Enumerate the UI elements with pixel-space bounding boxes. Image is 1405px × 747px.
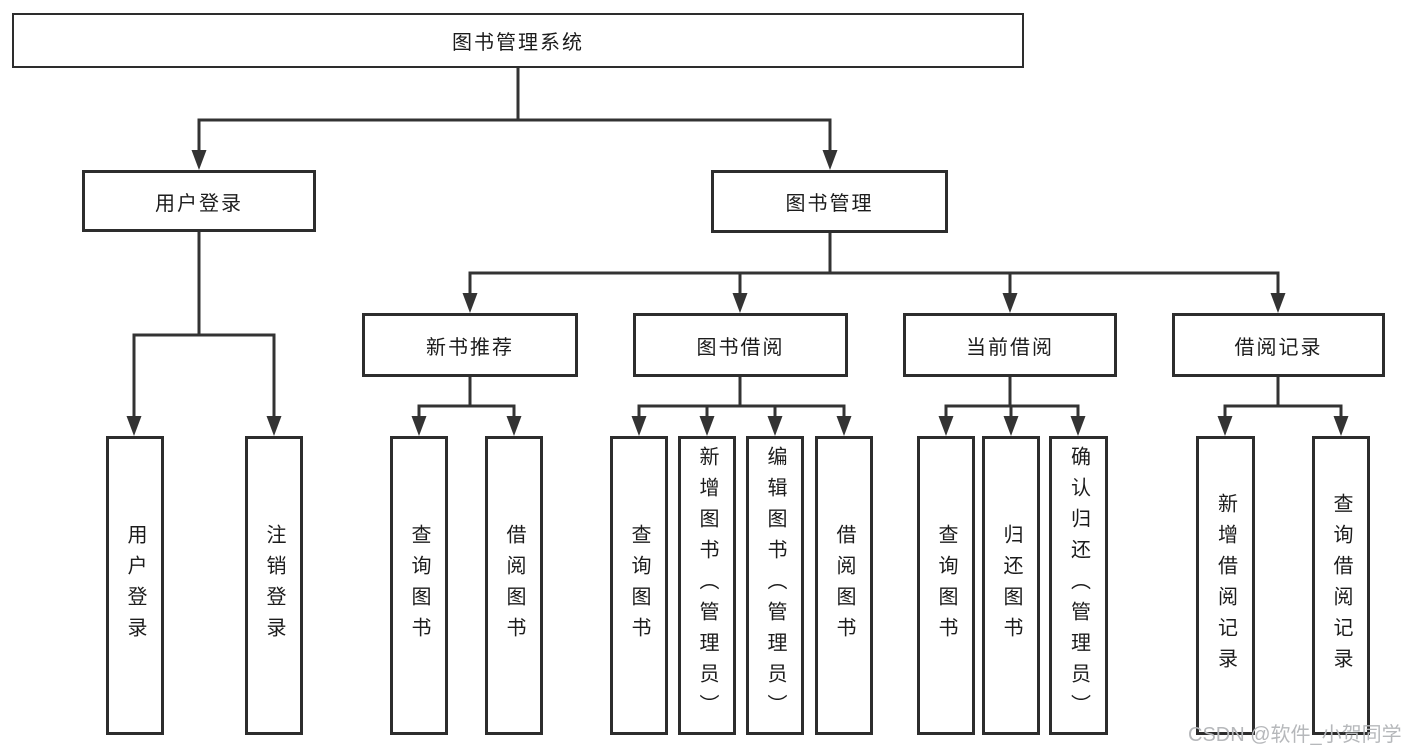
node-root-label: 图书管理系统	[452, 32, 584, 54]
arrow-down-icon	[1270, 293, 1286, 313]
arrow-down-icon	[266, 416, 282, 436]
arrow-down-icon	[462, 293, 478, 313]
connector-book-borrow	[637, 375, 846, 420]
node-current-borrow-label: 当前借阅	[966, 336, 1054, 359]
leaf-confirm-return-admin: 确认归还（管理员）	[1049, 436, 1108, 735]
leaf-edit-book-admin: 编辑图书（管理员）	[746, 436, 804, 735]
leaf-query-book-borrow-label: 查询图书	[628, 523, 650, 648]
leaf-borrow-book-recommend: 借阅图书	[485, 436, 543, 735]
arrow-down-icon	[126, 416, 142, 436]
leaf-borrow-book-borrow: 借阅图书	[815, 436, 873, 735]
arrow-down-icon	[1333, 416, 1349, 436]
arrow-down-icon	[1070, 416, 1086, 436]
leaf-add-book-admin-label: 新增图书（管理员）	[696, 446, 718, 725]
leaf-query-borrow-record-label: 查询借阅记录	[1330, 492, 1352, 679]
node-new-book-recommend: 新书推荐	[362, 313, 578, 377]
node-root: 图书管理系统	[12, 13, 1024, 68]
node-borrow-records-label: 借阅记录	[1234, 336, 1323, 359]
arrow-down-icon	[822, 150, 838, 170]
leaf-query-borrow-record: 查询借阅记录	[1312, 436, 1370, 735]
leaf-add-book-admin: 新增图书（管理员）	[678, 436, 736, 735]
leaf-return-book: 归还图书	[982, 436, 1040, 735]
connector-borrow-records	[1223, 375, 1343, 420]
connector-root	[197, 66, 832, 154]
leaf-return-book-label: 归还图书	[1000, 523, 1022, 648]
connector-current-borrow	[944, 375, 1080, 420]
arrow-down-icon	[631, 416, 647, 436]
arrow-down-icon	[836, 416, 852, 436]
node-user-login-label: 用户登录	[155, 192, 243, 215]
watermark: CSDN @软件_小贺同学	[1188, 724, 1402, 746]
node-book-management-label: 图书管理	[785, 193, 874, 215]
leaf-query-book-borrow: 查询图书	[610, 436, 668, 735]
leaf-query-book-current-label: 查询图书	[935, 523, 957, 648]
node-book-borrow-label: 图书借阅	[696, 336, 785, 359]
leaf-logout-label: 注销登录	[263, 523, 285, 648]
connector-path-group	[132, 66, 1343, 420]
arrow-down-icon	[191, 150, 207, 170]
leaf-add-borrow-record-label: 新增借阅记录	[1214, 492, 1237, 679]
leaf-query-book-recommend: 查询图书	[390, 436, 448, 735]
leaf-borrow-book-borrow-label: 借阅图书	[833, 523, 855, 648]
node-borrow-records: 借阅记录	[1172, 313, 1385, 377]
node-book-management: 图书管理	[711, 170, 948, 233]
connector-book-management	[468, 231, 1280, 297]
arrow-down-icon	[732, 293, 748, 313]
leaf-user-login-label: 用户登录	[124, 523, 146, 648]
leaf-add-borrow-record: 新增借阅记录	[1196, 436, 1255, 735]
leaf-query-book-current: 查询图书	[917, 436, 975, 735]
node-book-borrow: 图书借阅	[633, 313, 848, 377]
arrow-down-icon	[506, 416, 522, 436]
arrow-down-icon	[938, 416, 954, 436]
leaf-logout: 注销登录	[245, 436, 303, 735]
arrow-down-icon	[1002, 293, 1018, 313]
leaf-confirm-return-admin-label: 确认归还（管理员）	[1067, 446, 1090, 725]
arrow-down-icon	[1003, 416, 1019, 436]
arrow-down-icon	[767, 416, 783, 436]
arrow-down-icon	[411, 416, 427, 436]
arrowhead-group	[126, 150, 1349, 436]
leaf-query-book-recommend-label: 查询图书	[408, 523, 430, 648]
connector-user-login	[132, 230, 276, 420]
node-new-book-recommend-label: 新书推荐	[426, 336, 514, 359]
connector-new-book-recommend	[417, 375, 516, 420]
node-user-login: 用户登录	[82, 170, 316, 232]
arrow-down-icon	[1217, 416, 1233, 436]
arrow-down-icon	[699, 416, 715, 436]
leaf-edit-book-admin-label: 编辑图书（管理员）	[764, 446, 786, 725]
node-current-borrow: 当前借阅	[903, 313, 1117, 377]
leaf-user-login: 用户登录	[106, 436, 164, 735]
leaf-borrow-book-recommend-label: 借阅图书	[503, 523, 525, 648]
